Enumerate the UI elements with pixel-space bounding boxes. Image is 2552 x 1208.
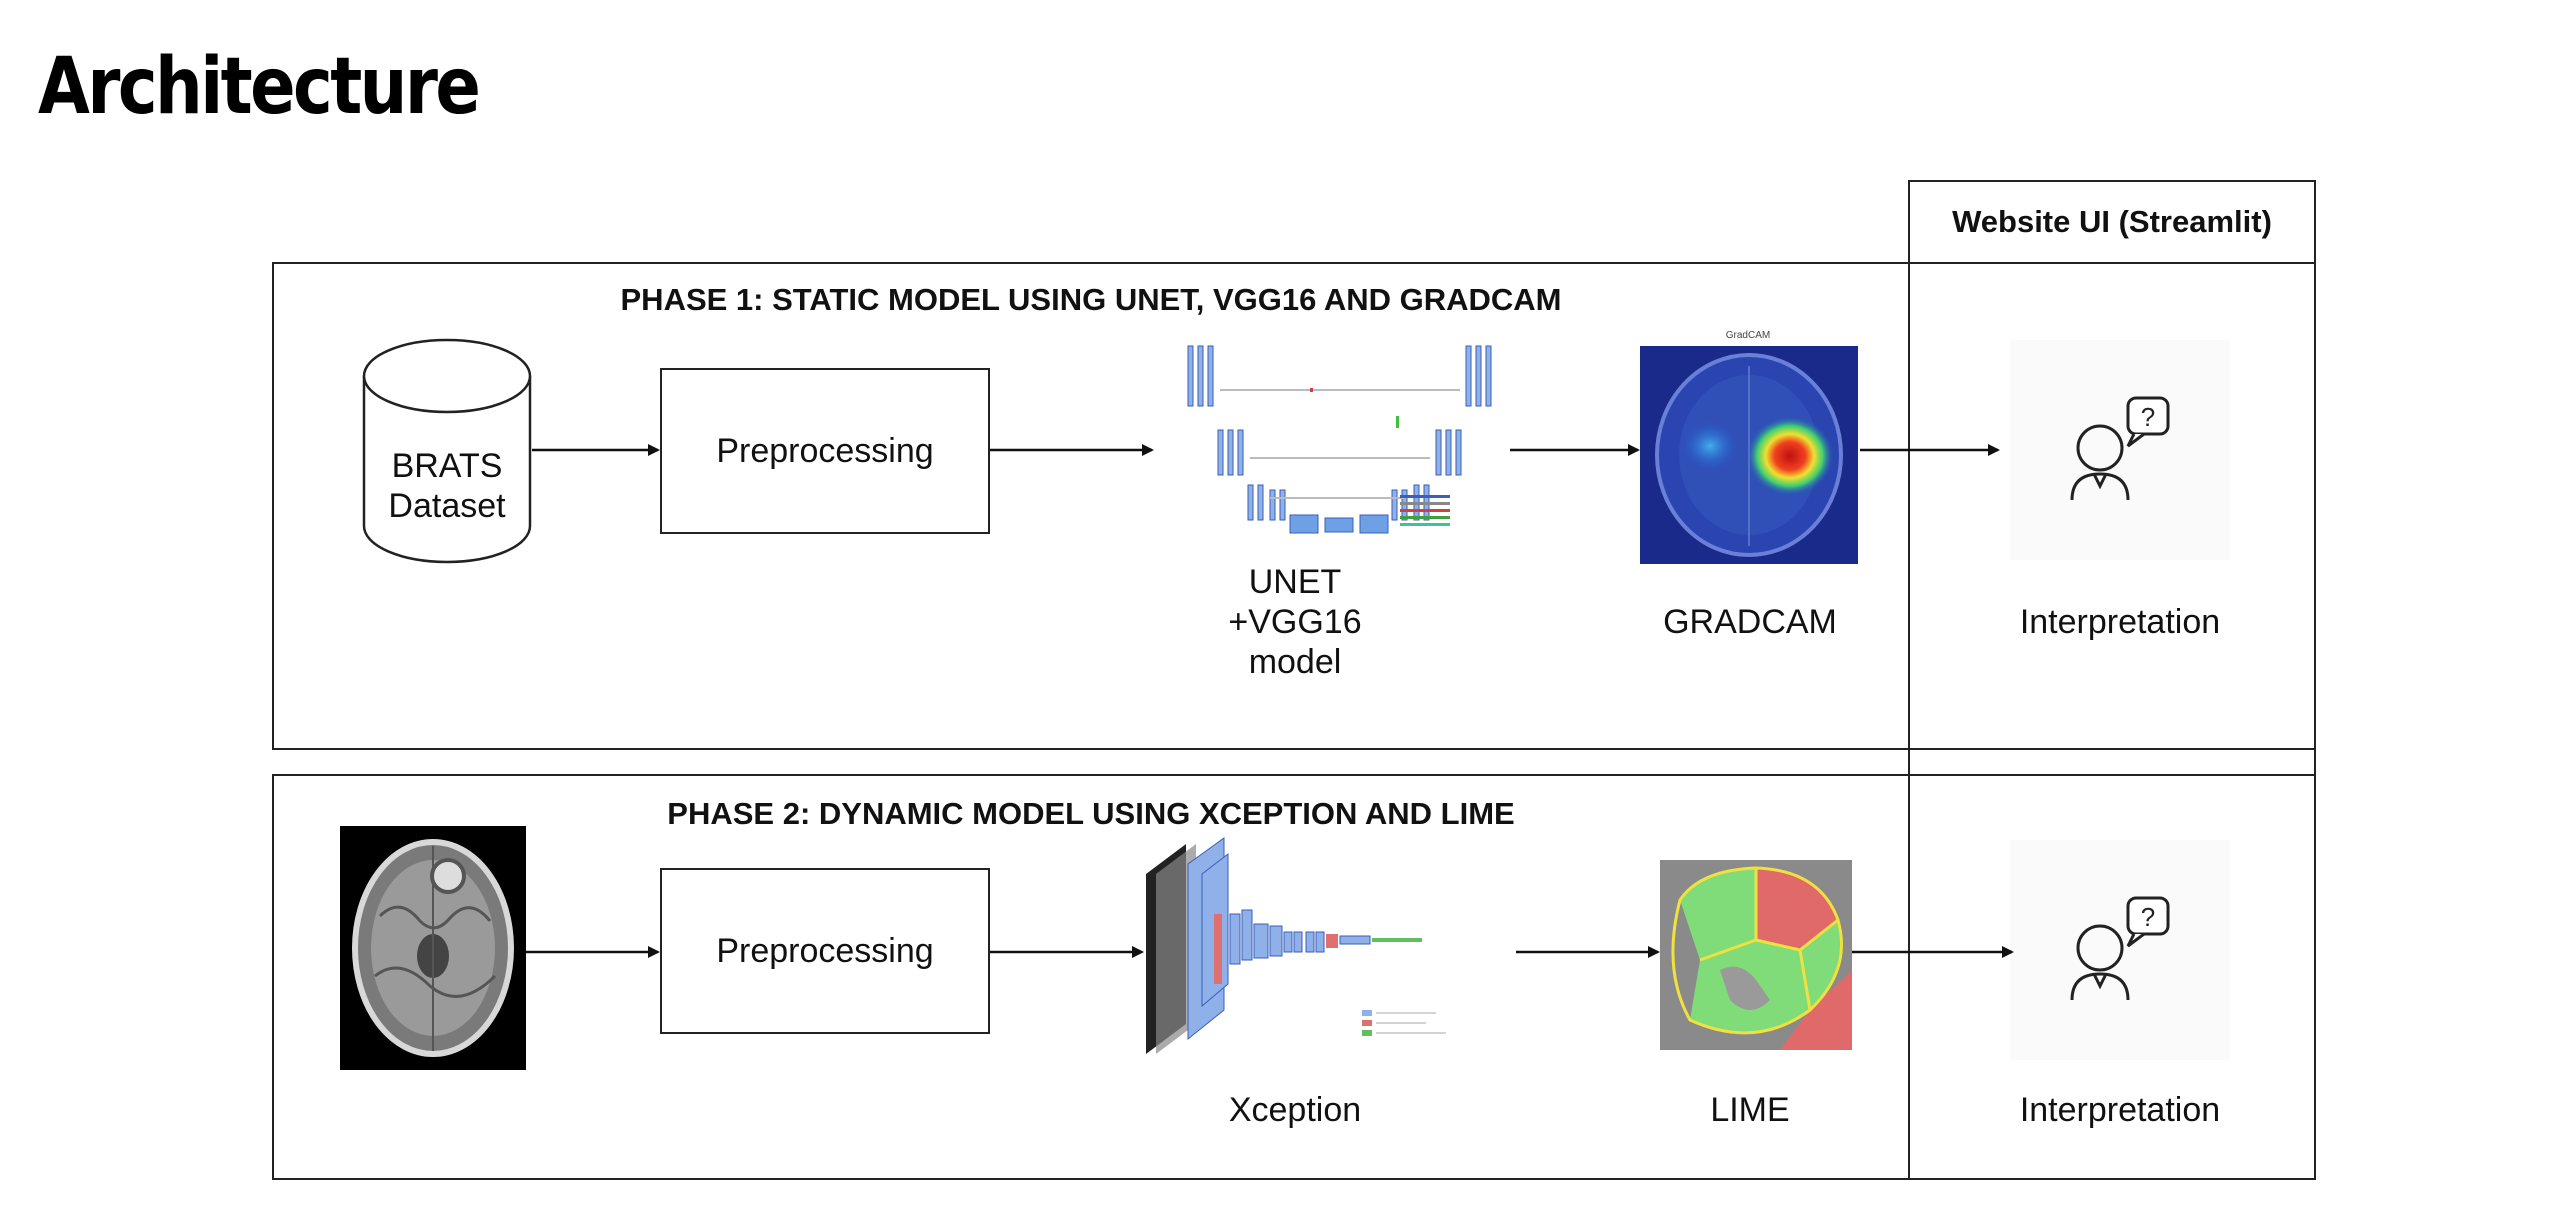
gradcam-label: GRADCAM (1663, 603, 1837, 641)
phase1-box (272, 262, 1910, 750)
phase1-interpretation-label: Interpretation (2019, 603, 2221, 641)
dataset-label-line2: Dataset (388, 487, 506, 525)
database-cylinder-icon (362, 338, 532, 564)
svg-text:?: ? (2141, 402, 2155, 432)
svg-text:?: ? (2141, 902, 2155, 932)
phase2-title: PHASE 2: DYNAMIC MODEL USING XCEPTION AN… (667, 796, 1515, 831)
lime-explanation-image (1660, 860, 1852, 1050)
unet-label-line3: model (1248, 643, 1342, 681)
unet-label-line2: +VGG16 (1228, 603, 1362, 641)
unet-label-line1: UNET (1248, 563, 1342, 601)
gradcam-image-caption: GradCAM (1725, 330, 1771, 341)
ui-column-divider (1908, 748, 2316, 776)
ui-column-title: Website UI (Streamlit) (1952, 204, 2272, 239)
person-question-icon: ? (2010, 340, 2230, 560)
brain-mri-icon (340, 826, 526, 1070)
phase2-interpretation-label: Interpretation (2019, 1091, 2221, 1129)
phase1-preprocessing-label: Preprocessing (716, 431, 934, 470)
lime-label: LIME (1710, 1091, 1790, 1129)
phase2-box (272, 774, 1910, 1180)
unet-vgg16-diagram (1187, 345, 1492, 534)
person-question-icon: ? (2010, 840, 2230, 1060)
gradcam-heatmap-image (1640, 346, 1858, 564)
page-title: Architecture (38, 42, 481, 132)
xception-label: Xception (1228, 1091, 1362, 1129)
dataset-label-line1: BRATS (391, 447, 503, 485)
phase1-preprocessing-box: Preprocessing (660, 368, 990, 534)
phase2-preprocessing-label: Preprocessing (716, 931, 934, 970)
xception-diagram (1146, 837, 1446, 1054)
phase1-title: PHASE 1: STATIC MODEL USING UNET, VGG16 … (620, 282, 1562, 317)
phase2-preprocessing-box: Preprocessing (660, 868, 990, 1034)
